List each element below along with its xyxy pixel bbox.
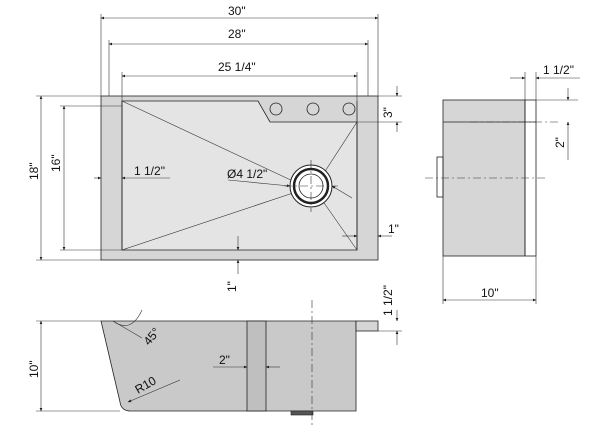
slope-line [321,199,358,251]
dim-divider: 2" [219,353,230,367]
dim-inner-width: 28" [228,27,246,41]
front-drain [290,410,314,416]
dim-bowl-width: 25 1/4" [218,60,256,74]
faucet-hole [306,102,320,116]
dim-side-height: 10" [481,286,499,300]
dim-flange-height: 1 1/2" [381,285,395,316]
dim-depth-outer: 18" [27,162,41,180]
front-flange [355,320,379,332]
dim-rim-bottom: 1" [225,281,239,292]
front-view: 10" 45° R10 2" 1 1/2" [27,285,402,425]
dim-front-height: 10" [27,360,41,378]
dim-drain: Ø4 1/2" [227,167,267,181]
top-dimensions: 30" 28" 25 1/4" [100,4,379,101]
front-divider [246,320,267,412]
dim-side-top: 1 1/2" [543,63,574,77]
slope-line [121,192,294,251]
left-dimensions: 18" 16" 1 1/2" [27,95,170,261]
top-view-labels: Ø4 1/2" 3" 1" 1" [225,86,402,292]
dim-deck-depth: 3" [381,107,395,118]
top-view [100,95,379,261]
side-view: 1 1/2" 2" 10" [425,63,580,304]
slope-line [121,100,296,183]
dim-side-depth: 2" [553,137,567,148]
dim-side-flange: 1 1/2" [134,164,165,178]
dim-overall-width: 30" [228,4,246,18]
dim-rim-right: 1" [388,222,399,236]
front-body [100,320,357,412]
faucet-hole [342,102,356,116]
side-drain-stub [436,156,444,198]
dim-depth-inner: 16" [49,154,63,172]
slope-line [321,121,358,177]
faucet-hole [269,102,283,116]
